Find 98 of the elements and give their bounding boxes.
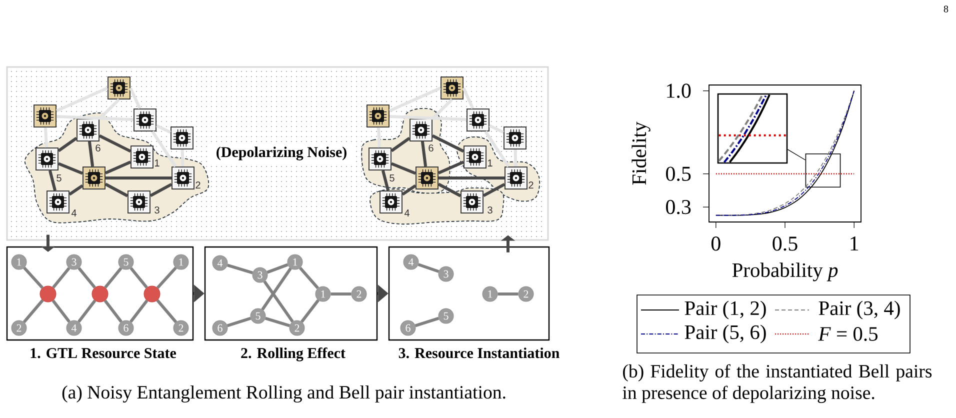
connection-line: [261, 268, 292, 310]
node-number: 2: [196, 182, 200, 188]
connection-line: [414, 316, 440, 328]
x-tick-label: 0.5: [772, 236, 798, 251]
connection-line: [390, 136, 410, 152]
y-tick-label: 1.0: [667, 84, 691, 98]
connection-line: [300, 299, 320, 323]
connection-line: [58, 162, 84, 175]
y-axis-title: Fidelity: [632, 122, 650, 185]
connection-line: [48, 170, 57, 191]
chip-icon: [366, 104, 390, 128]
connection-line: [104, 267, 122, 289]
connection-line: [226, 316, 252, 328]
connection-line: [482, 182, 506, 198]
connection-line: [438, 182, 462, 198]
line-series: [715, 90, 855, 216]
connection-line: [438, 160, 464, 174]
connection-line: [438, 176, 504, 180]
connection-line: [104, 182, 128, 198]
zoom-region-box: [805, 154, 841, 188]
connection-line: [58, 136, 78, 152]
connection-line: [264, 316, 290, 328]
connection-line: [787, 149, 806, 160]
chip-icon: [108, 76, 130, 100]
x-tick-label: 0: [711, 236, 720, 251]
connection-line: [129, 87, 142, 110]
chip-icon: [82, 166, 106, 190]
connection-line: [263, 280, 294, 322]
connection-line: [498, 292, 518, 296]
legend-label: Pair (5, 6): [684, 324, 766, 344]
chip-icon: [416, 166, 438, 190]
connection-line: [484, 130, 510, 168]
node-label: 2. Rolling Effect: [241, 347, 346, 362]
node-label: 3. Resource Instantiation: [398, 348, 560, 358]
figure-caption: (b) Fidelity of the instantiated Bell pairs in presence of depolarizing noise.: [622, 364, 932, 403]
node-number: 4: [404, 210, 410, 216]
hub-circle: [144, 286, 160, 302]
y-tick-label: 0.5: [666, 166, 691, 181]
hub-circle: [92, 286, 108, 302]
connection-line: [156, 124, 172, 134]
connection-line: [104, 160, 132, 174]
connection-line: [52, 300, 70, 323]
connection-line: [150, 182, 172, 198]
connection-line: [78, 300, 96, 323]
legend-label: Pair (1, 2): [684, 300, 766, 320]
chip-icon: [440, 76, 464, 100]
figure-caption: (a) Noisy Entanglement Rolling and Bell pair instantiation.: [62, 385, 506, 403]
chip-icon: [170, 126, 194, 150]
connection-line: [389, 114, 467, 122]
node-number: 2: [528, 182, 534, 188]
connection-line: [390, 162, 416, 175]
connection-line: [298, 266, 320, 290]
chip-icon: [466, 108, 490, 132]
node-number: 1: [488, 160, 492, 166]
connection-line: [106, 176, 172, 180]
legend-label: Pair (3, 4): [818, 300, 900, 320]
connection-line: [88, 141, 94, 167]
node-number: 1: [155, 160, 160, 166]
connection-line: [78, 267, 96, 289]
node-number: 5: [56, 174, 62, 182]
connection-line: [330, 292, 352, 296]
node-number: 6: [96, 144, 100, 152]
connection-line: [56, 86, 108, 112]
node-number: 6: [428, 144, 434, 152]
node-label: 1. GTL Resource State: [30, 348, 176, 358]
connection-line: [266, 263, 288, 274]
connection-line: [432, 134, 464, 153]
node-number: 5: [390, 174, 394, 182]
page-number: 8: [944, 6, 948, 12]
x-axis-title: Probability p: [732, 262, 838, 282]
connection-line: [104, 300, 122, 323]
connection-line: [462, 87, 474, 110]
connection-line: [402, 184, 416, 196]
connection-line: [488, 124, 504, 134]
legend-label: F = 0.5: [818, 327, 878, 341]
chip-icon: [504, 126, 526, 150]
connection-line: [130, 267, 148, 289]
connection-line: [151, 130, 177, 168]
chip-icon: [134, 108, 156, 132]
connection-line: [56, 114, 134, 122]
hub-circle: [40, 286, 56, 302]
chip-icon: [34, 104, 56, 128]
connection-line: [130, 300, 148, 323]
connection-line: [98, 134, 132, 153]
connection-line: [68, 184, 84, 196]
connection-line: [98, 98, 120, 120]
node-number: 3: [154, 206, 160, 214]
connection-line: [431, 98, 454, 120]
node-number: 3: [488, 206, 492, 214]
x-tick-label: 1: [850, 236, 858, 250]
connection-line: [52, 267, 70, 289]
connection-line: [388, 86, 442, 112]
y-tick-label: 0.3: [666, 200, 691, 214]
connection-line: [420, 141, 428, 167]
connection-line: [418, 263, 440, 273]
connection-line: [382, 170, 390, 191]
zoom-inset: [717, 93, 788, 164]
node-number: 4: [71, 210, 76, 216]
